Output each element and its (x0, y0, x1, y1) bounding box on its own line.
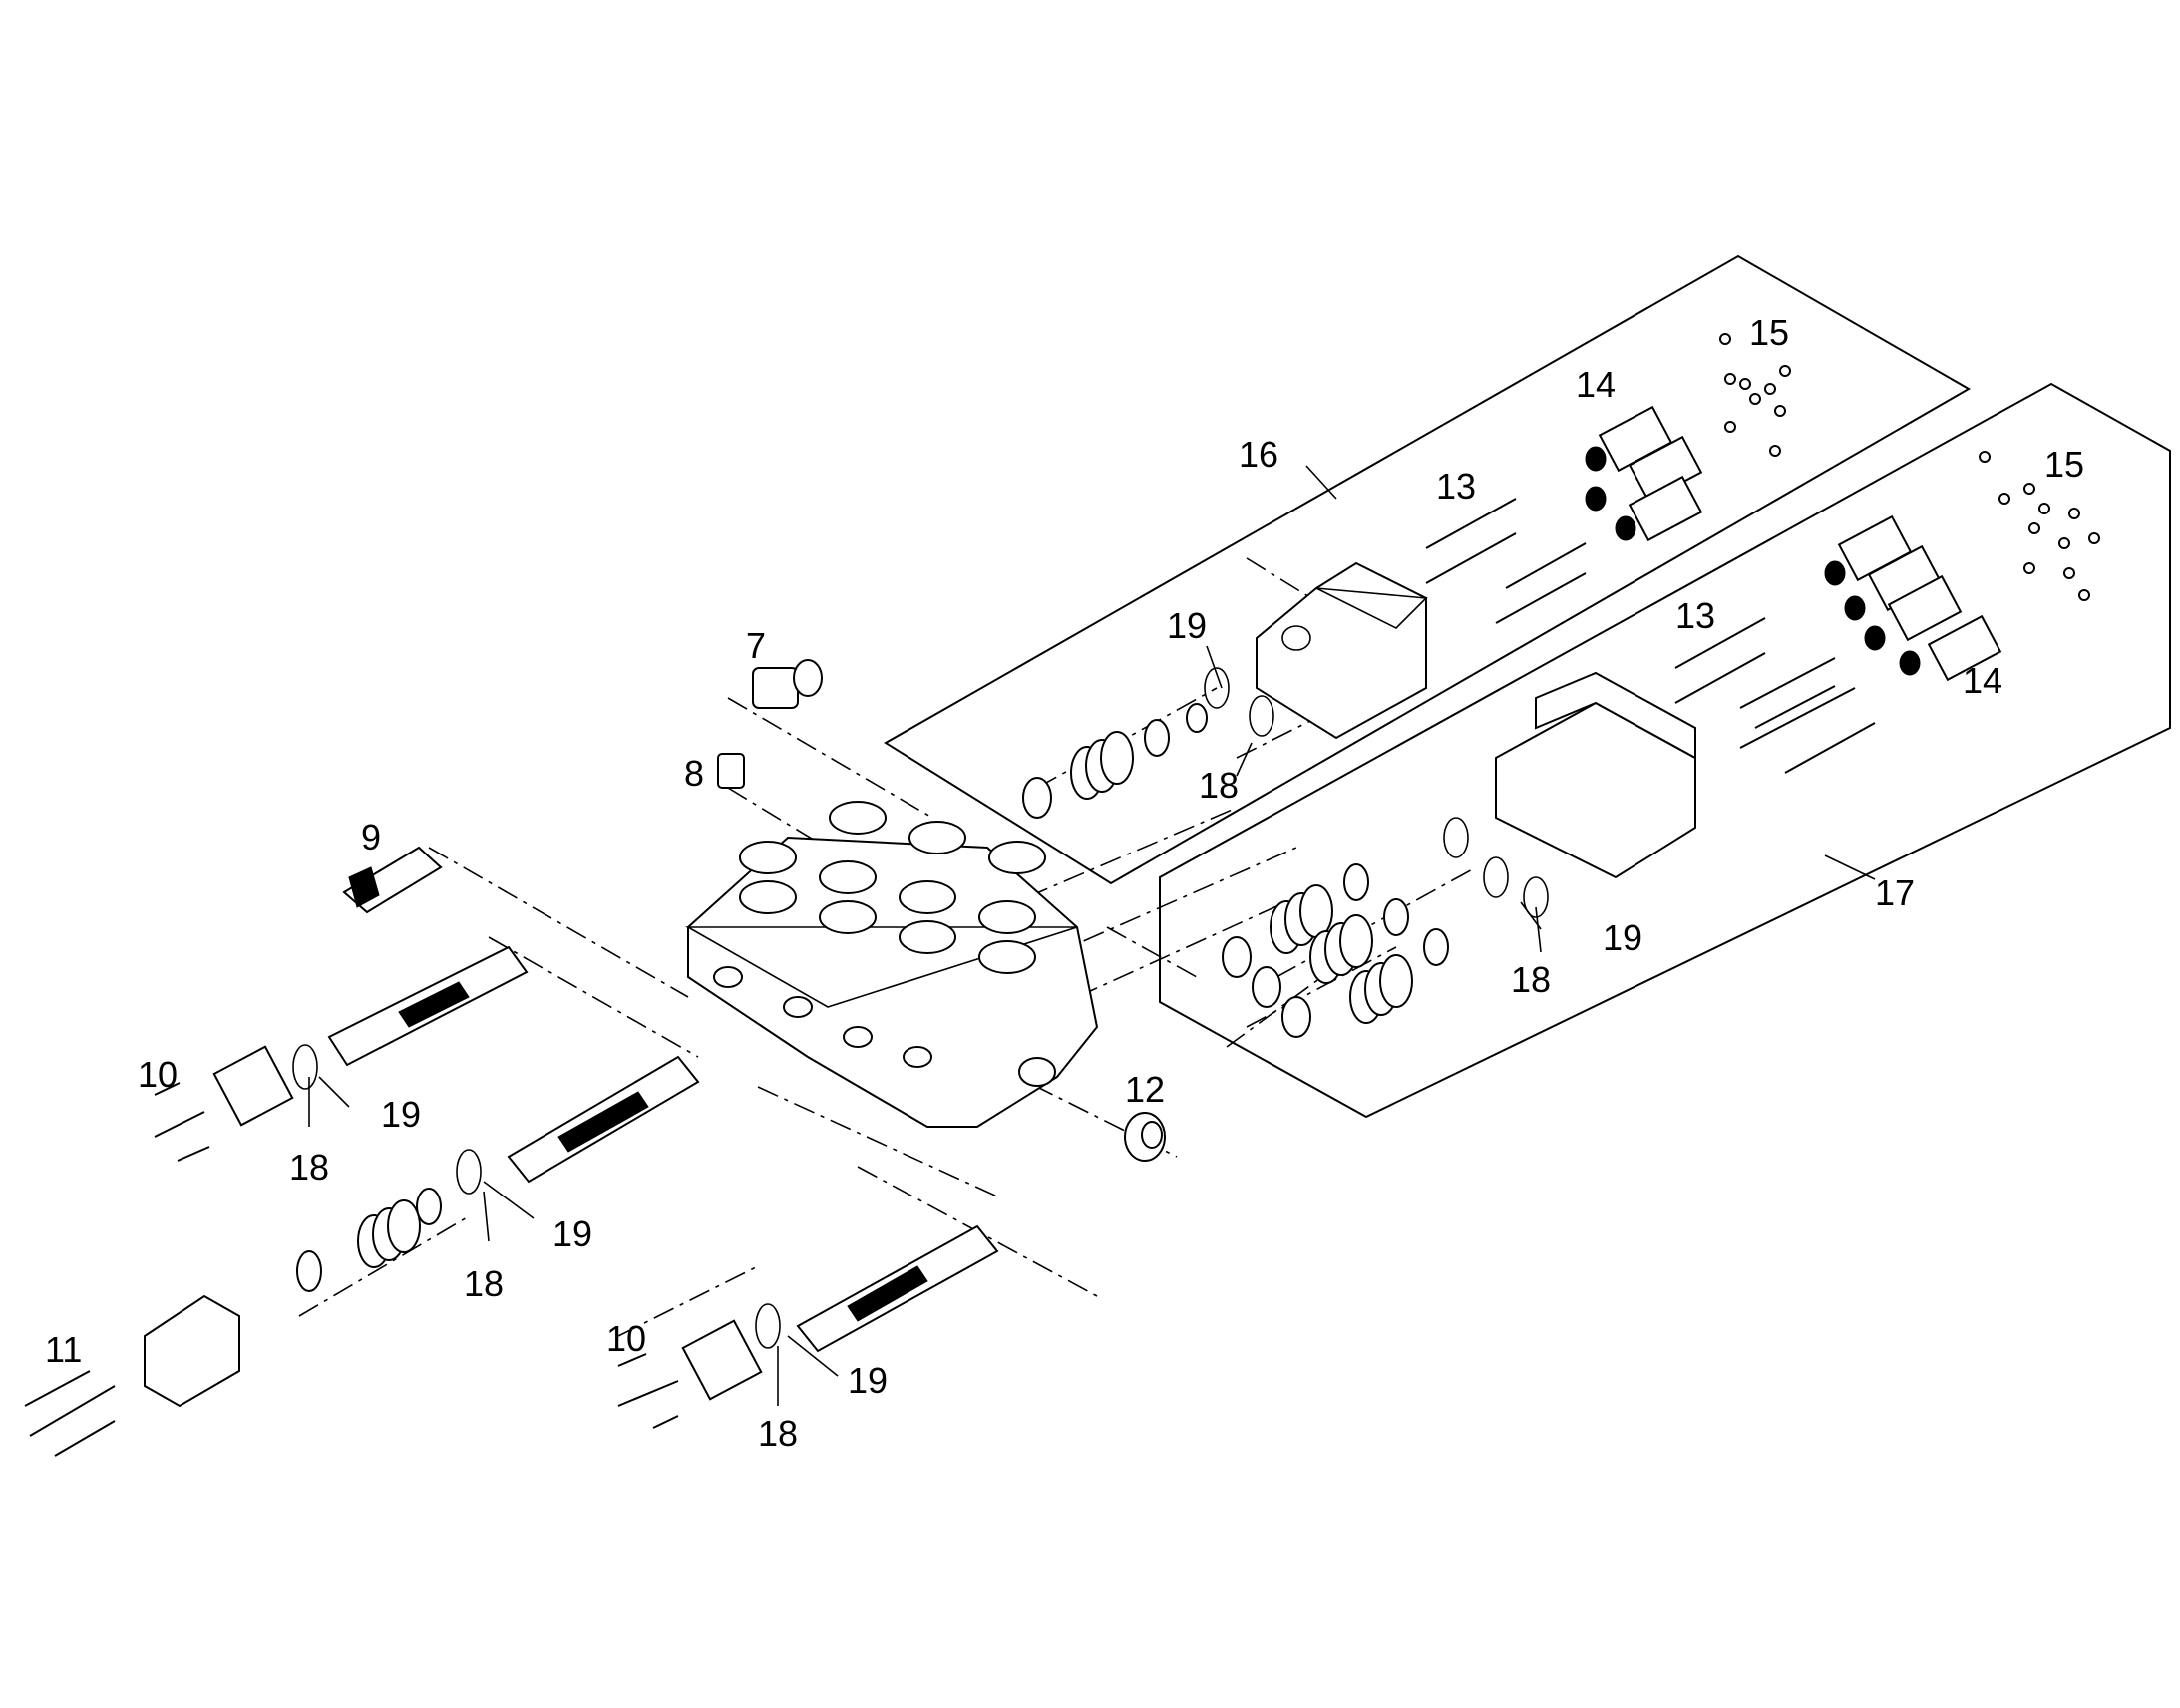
valve-body-ports (713, 801, 1056, 1087)
callout-16: 16 (1239, 434, 1278, 475)
part-7-plug (752, 659, 823, 709)
group-17-block (1495, 671, 1696, 879)
callout-9: 9 (361, 817, 381, 857)
callout-15-upper: 15 (1749, 312, 1789, 353)
group-16-block (1256, 561, 1428, 740)
callout-18-group16: 18 (1199, 765, 1239, 806)
group-17-solenoids (1824, 514, 2002, 682)
bolts-10-upper (154, 1082, 210, 1162)
callout-19-group16: 19 (1167, 605, 1207, 646)
callout-19-lower: 19 (848, 1360, 888, 1401)
spool-lower (681, 1224, 999, 1401)
callout-11: 11 (45, 1329, 82, 1370)
part-8-plug (717, 753, 745, 789)
callout-labels: 7 8 9 10 10 11 12 13 13 14 14 15 15 16 1… (45, 312, 2084, 1454)
bolts-10-lower (617, 1353, 679, 1429)
group-16-panel (884, 254, 1972, 885)
callout-18-lower: 18 (758, 1413, 798, 1454)
group-16-spool-parts (1022, 667, 1274, 819)
callout-12: 12 (1125, 1069, 1165, 1110)
callout-18-group17: 18 (1511, 959, 1551, 1000)
group-16-screws (1719, 333, 1791, 457)
callout-10-lower: 10 (606, 1318, 646, 1359)
alignment-lines (298, 557, 1477, 1337)
callout-19-middle: 19 (552, 1213, 592, 1254)
group-16-solenoids (1585, 405, 1703, 542)
valve-body (684, 801, 1099, 1128)
callout-7: 7 (746, 625, 766, 666)
callout-15-lower: 15 (2044, 444, 2084, 485)
group-17-screws (1979, 451, 2100, 601)
callout-8: 8 (684, 753, 704, 794)
leader-lines (308, 465, 1876, 1406)
group-17-panel (1159, 382, 2171, 1119)
callout-17: 17 (1875, 872, 1915, 913)
callout-19-upper-left: 19 (381, 1094, 421, 1135)
callout-19-group17: 19 (1603, 917, 1642, 958)
group-17-spool-parts (1222, 817, 1549, 1038)
callout-13-lower: 13 (1675, 595, 1715, 636)
callout-14-upper: 14 (1576, 364, 1616, 405)
part-12-plug (1124, 1112, 1166, 1162)
bolts-11 (24, 1370, 116, 1457)
group-16-long-bolts (1425, 498, 1587, 624)
callout-18-upper-left: 18 (289, 1147, 329, 1188)
callout-18-middle: 18 (464, 1263, 504, 1304)
spool-upper (212, 945, 529, 1127)
spring-middle (357, 1188, 442, 1268)
spool-middle (144, 1055, 700, 1408)
callout-10-upper: 10 (138, 1054, 178, 1095)
group-17-long-bolts (1674, 617, 1876, 774)
callout-13-upper: 13 (1436, 466, 1476, 507)
callout-14-lower: 14 (1963, 660, 2002, 701)
part-9-relief-valve (342, 846, 443, 914)
